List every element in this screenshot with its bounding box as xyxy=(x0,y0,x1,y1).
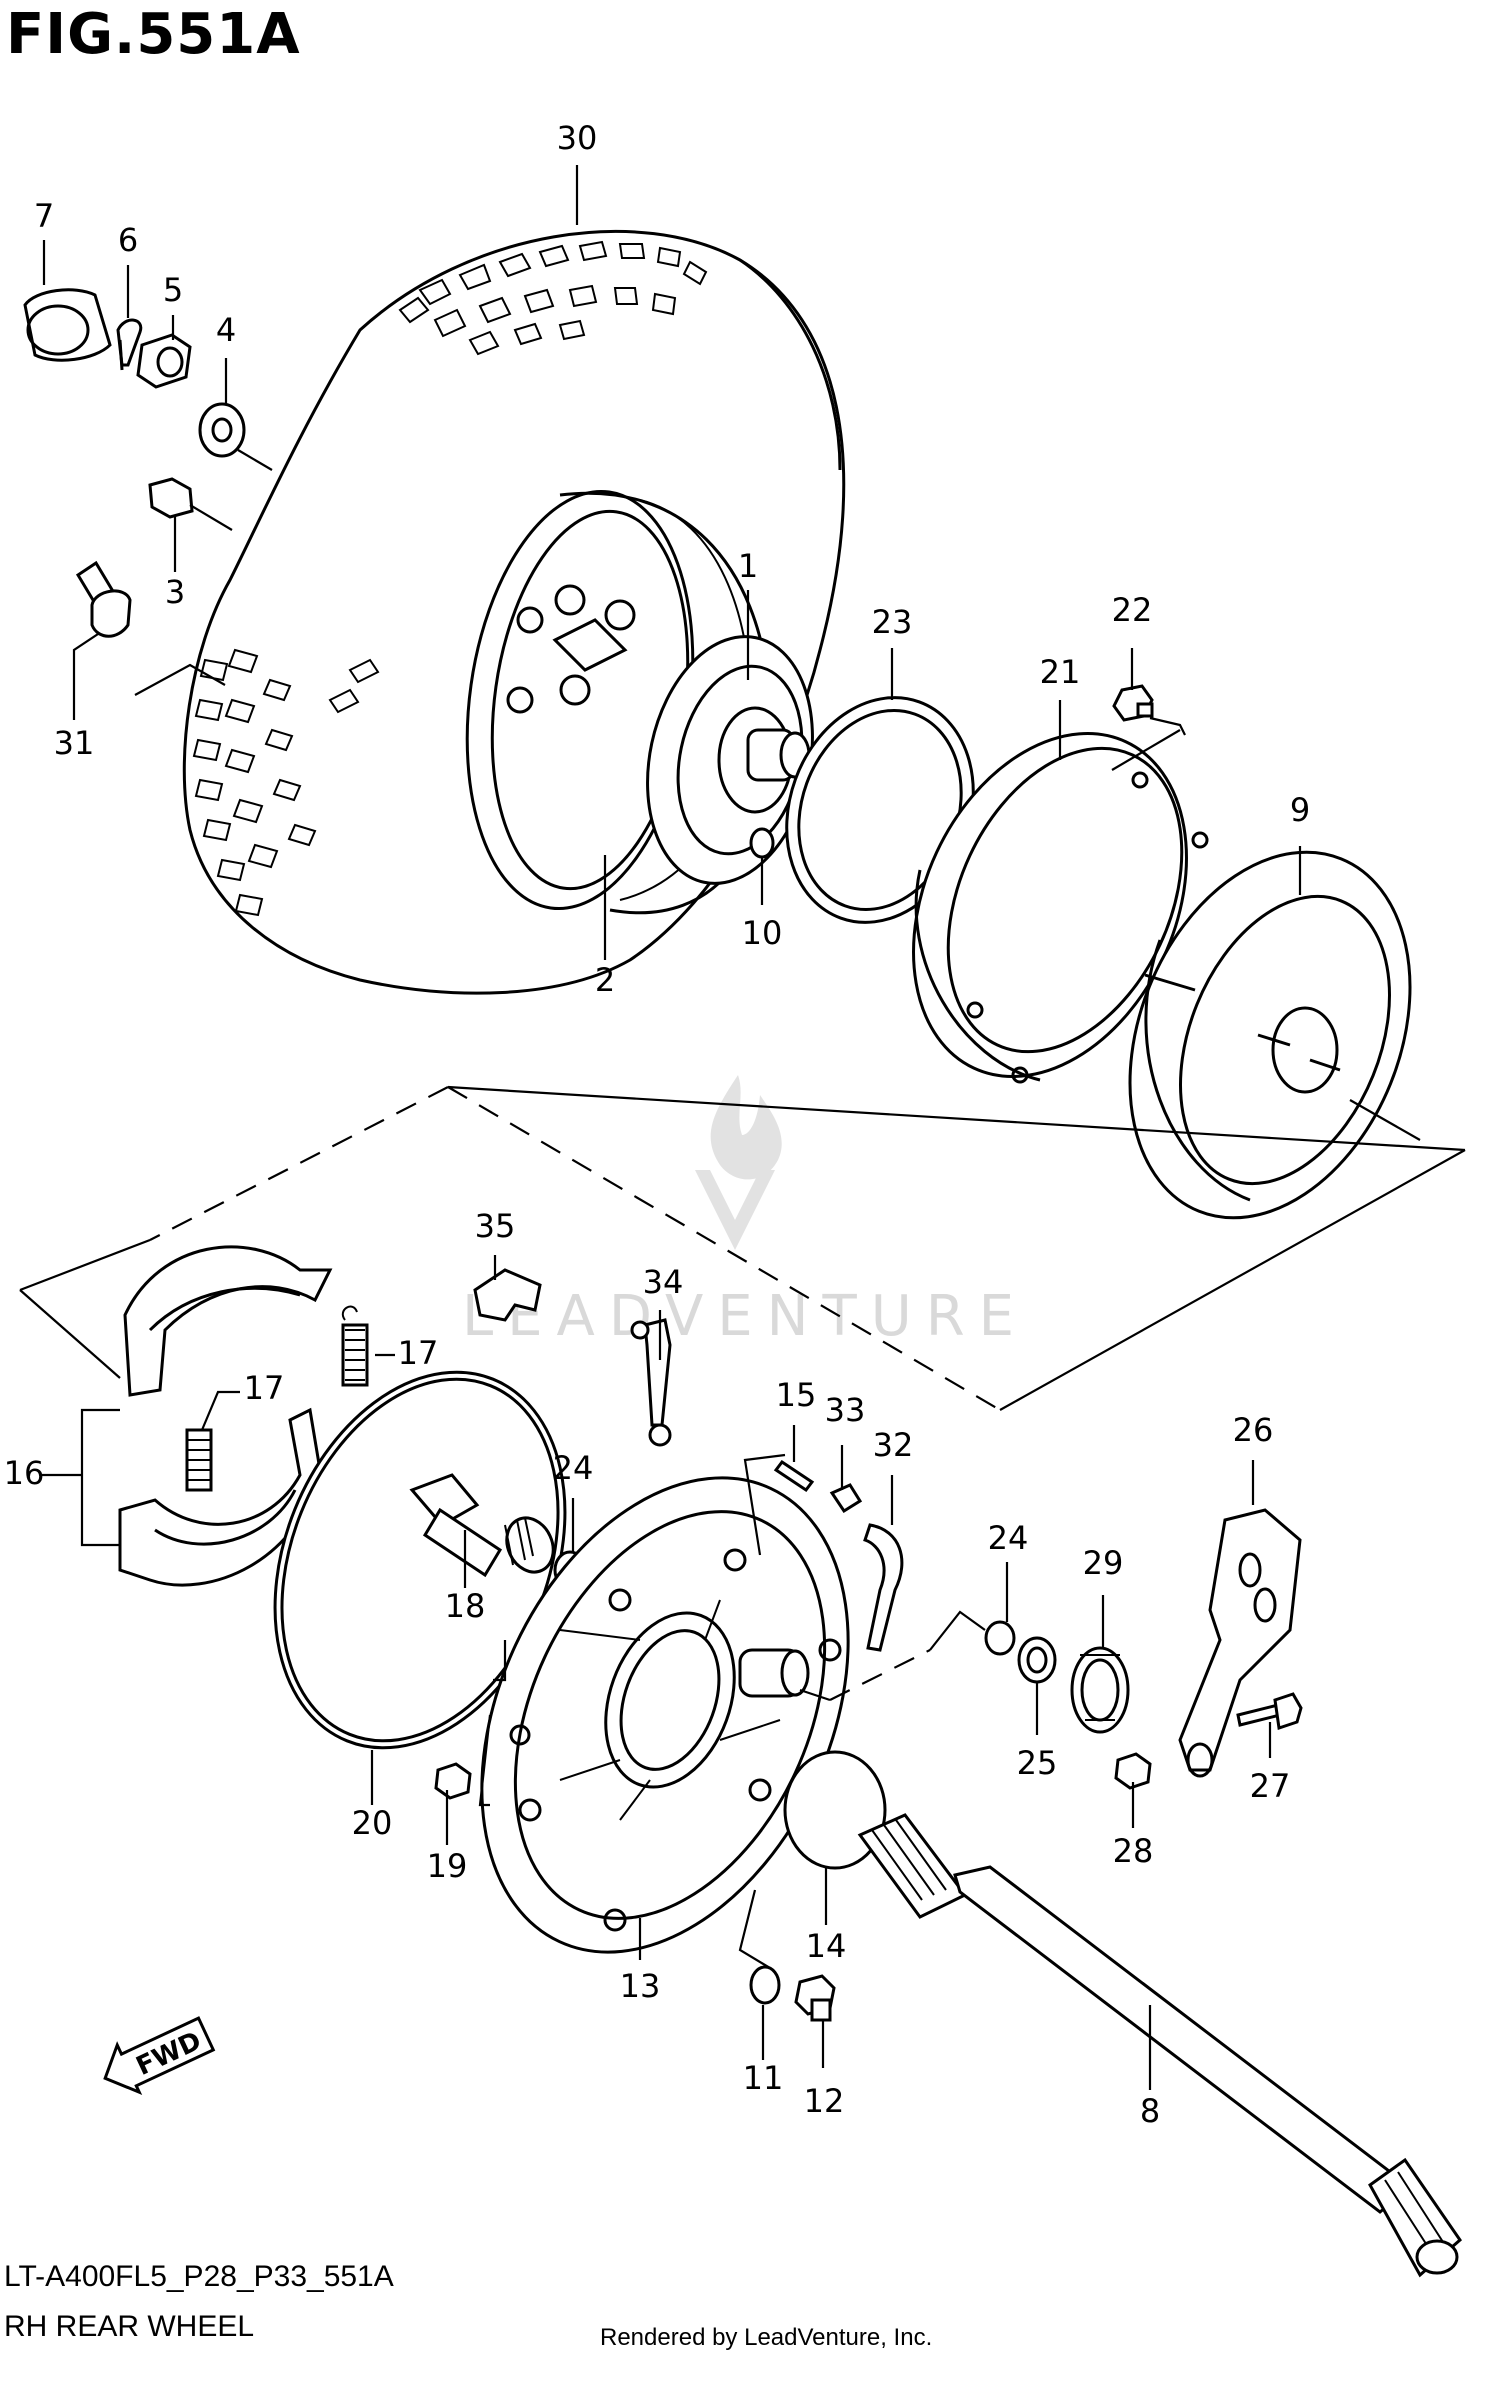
washer-25 xyxy=(1017,1636,1057,1684)
callout-8: 8 xyxy=(1140,2092,1160,2130)
nut-3 xyxy=(148,477,194,519)
arm-26 xyxy=(1178,1508,1302,1778)
spring-29 xyxy=(1070,1646,1130,1734)
callout-24-right: 24 xyxy=(988,1519,1029,1557)
o-ring-14 xyxy=(783,1750,887,1870)
callout-3: 3 xyxy=(165,573,185,611)
callout-25: 25 xyxy=(1017,1744,1058,1782)
nut-28 xyxy=(1114,1752,1152,1790)
o-ring-10 xyxy=(749,827,775,859)
callout-2: 2 xyxy=(595,961,615,999)
cap-7 xyxy=(23,288,112,362)
callout-26: 26 xyxy=(1233,1411,1274,1449)
bolt-27 xyxy=(1236,1692,1303,1730)
spring-17a xyxy=(341,1305,369,1387)
callout-10: 10 xyxy=(742,914,783,952)
clip-33 xyxy=(829,1483,863,1514)
callout-17-lower: 17 xyxy=(244,1369,285,1407)
callout-17-upper: 17 xyxy=(398,1334,439,1372)
valve-31 xyxy=(75,560,132,638)
figure-title: FIG.551A xyxy=(6,2,301,67)
callout-9: 9 xyxy=(1290,791,1310,829)
callout-18: 18 xyxy=(445,1587,486,1625)
callout-6: 6 xyxy=(118,221,138,259)
callout-12: 12 xyxy=(804,2082,845,2120)
assembly-lines xyxy=(19,1085,1466,1702)
callout-31: 31 xyxy=(54,724,95,762)
callout-14: 14 xyxy=(806,1927,847,1965)
brake-drum-9 xyxy=(1128,850,1412,1220)
callout-21: 21 xyxy=(1040,653,1081,691)
figure-code: LT-A400FL5_P28_P33_551A xyxy=(4,2260,394,2293)
callout-33: 33 xyxy=(825,1391,866,1429)
callout-32: 32 xyxy=(873,1426,914,1464)
brake-panel-13 xyxy=(480,1476,850,1954)
watermark: LEADVENTURE xyxy=(462,1075,1028,1349)
callout-24-left: 24 xyxy=(553,1449,594,1487)
leader-lines xyxy=(42,165,1302,2090)
callout-11: 11 xyxy=(743,2059,784,2097)
hose-32 xyxy=(863,1523,904,1652)
callout-28: 28 xyxy=(1113,1832,1154,1870)
callout-1: 1 xyxy=(738,547,758,585)
callout-7: 7 xyxy=(34,197,54,235)
callout-30: 30 xyxy=(557,119,598,157)
lever-34 xyxy=(630,1318,672,1447)
bolt-19 xyxy=(434,1762,472,1800)
o-ring-24b xyxy=(984,1620,1016,1656)
callout-22: 22 xyxy=(1112,591,1153,629)
callout-labels: 30 7 6 5 4 3 31 1 23 22 21 9 10 2 35 34 … xyxy=(4,119,1311,2130)
cotter-pin-6 xyxy=(116,318,143,371)
callout-29: 29 xyxy=(1083,1544,1124,1582)
watermark-text: LEADVENTURE xyxy=(462,1284,1028,1349)
spring-17b xyxy=(185,1428,213,1492)
pin-15 xyxy=(773,1459,815,1493)
figure-name: RH REAR WHEEL xyxy=(4,2310,255,2343)
axle-8 xyxy=(857,1813,1462,2278)
bolt-12 xyxy=(794,1974,836,2022)
callout-15: 15 xyxy=(776,1376,817,1414)
rendered-by-credit: Rendered by LeadVenture, Inc. xyxy=(600,2324,933,2351)
washer-4 xyxy=(198,402,246,458)
washer-11 xyxy=(749,1965,781,2005)
callout-35: 35 xyxy=(475,1207,516,1245)
callout-19: 19 xyxy=(427,1847,468,1885)
callout-27: 27 xyxy=(1250,1767,1291,1805)
callout-13: 13 xyxy=(620,1967,661,2005)
callout-4: 4 xyxy=(216,311,236,349)
callout-5: 5 xyxy=(163,271,183,309)
callout-16: 16 xyxy=(4,1454,45,1492)
drum-cover-21 xyxy=(912,732,1209,1084)
clip-35 xyxy=(473,1268,542,1322)
callout-34: 34 xyxy=(643,1263,684,1301)
callout-23: 23 xyxy=(872,603,913,641)
castle-nut-5 xyxy=(136,333,192,389)
camshaft-18 xyxy=(409,1473,555,1578)
fwd-direction-badge: FWD xyxy=(103,2016,216,2095)
bolt-22 xyxy=(1112,684,1154,722)
seal-23 xyxy=(785,696,975,924)
callout-20: 20 xyxy=(352,1804,393,1842)
brake-shoes-16 xyxy=(118,1245,333,1587)
